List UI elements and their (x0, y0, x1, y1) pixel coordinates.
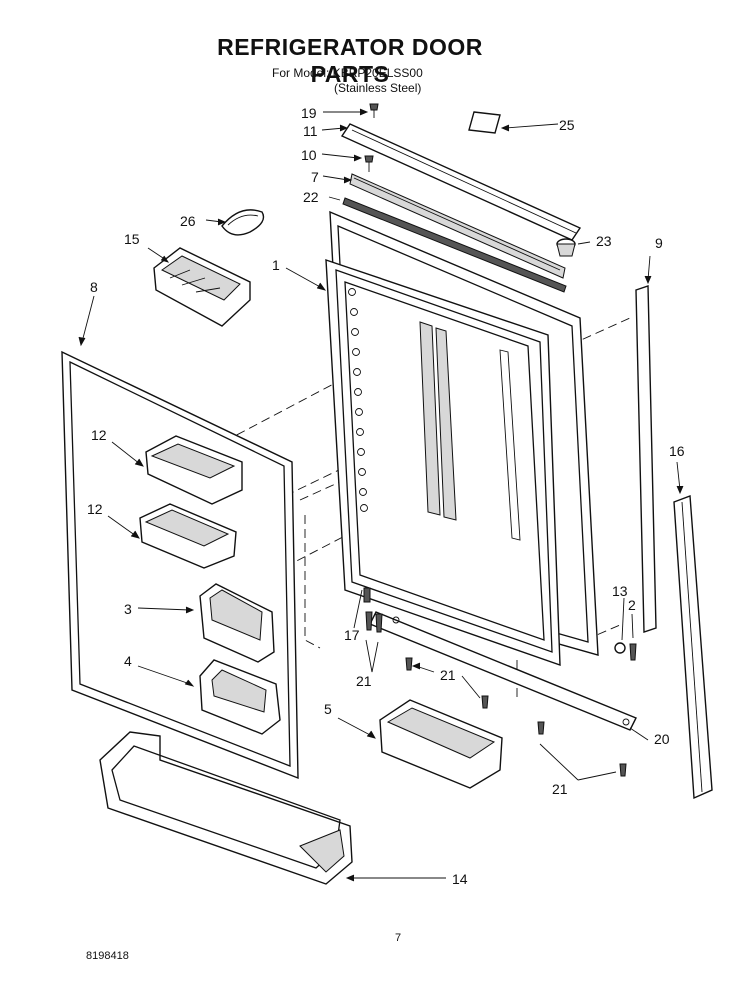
part-12-door-shelf-lower (139, 503, 237, 569)
callout-15: 15 (124, 231, 140, 247)
callout-14: 14 (452, 871, 468, 887)
callout-23: 23 (596, 233, 612, 249)
callout-1: 1 (272, 257, 280, 273)
callout-25: 25 (559, 117, 575, 133)
page-title: REFRIGERATOR DOOR PARTS (217, 34, 483, 87)
part-15-dairy-bin (153, 247, 251, 327)
callout-9: 9 (655, 235, 663, 251)
callout-26: 26 (180, 213, 196, 229)
part-23-grommet (556, 238, 576, 257)
part-12-door-shelf-upper (145, 435, 243, 505)
part-3-dispenser-cover (199, 583, 275, 663)
leader-lines (78, 108, 684, 882)
callout-5: 5 (324, 701, 332, 717)
callout-4: 4 (124, 653, 132, 669)
part-26-ring (221, 209, 265, 236)
callout-2: 2 (628, 597, 636, 613)
part-9-vertical-trim (635, 285, 657, 633)
callout-20: 20 (654, 731, 670, 747)
part-25-label (468, 111, 501, 134)
callout-21-middle: 21 (440, 667, 456, 683)
callout-22: 22 (303, 189, 319, 205)
callout-12-lower: 12 (87, 501, 103, 517)
callout-11: 11 (303, 123, 318, 139)
callout-21-right: 21 (552, 781, 568, 797)
model-line: For Model: KBRP20ELSS00 (272, 66, 423, 80)
page-number: 7 (395, 932, 402, 944)
callout-8: 8 (90, 279, 98, 295)
callout-7: 7 (311, 169, 319, 185)
document-number: 8198418 (86, 950, 129, 962)
part-22-gasket-top (342, 197, 567, 293)
callout-16: 16 (669, 443, 685, 459)
part-7-channel (349, 173, 566, 279)
callout-numbers: 19 11 10 7 22 25 23 9 26 15 1 8 12 12 3 … (87, 105, 685, 887)
part-16-side-strip (673, 495, 713, 800)
part-5-bottom-bin (379, 699, 503, 789)
callout-17: 17 (344, 627, 360, 643)
part-4-door-bin (199, 659, 281, 735)
part-1-door-frame (325, 210, 599, 666)
callout-12-upper: 12 (91, 427, 107, 443)
callout-13: 13 (612, 583, 628, 599)
callout-21-left: 21 (356, 673, 372, 689)
fasteners (363, 103, 637, 777)
part-14-bottom-shelf (99, 731, 353, 885)
finish-line: (Stainless Steel) (334, 81, 422, 95)
callout-10: 10 (301, 147, 317, 163)
callout-19: 19 (301, 105, 317, 121)
callout-3: 3 (124, 601, 132, 617)
